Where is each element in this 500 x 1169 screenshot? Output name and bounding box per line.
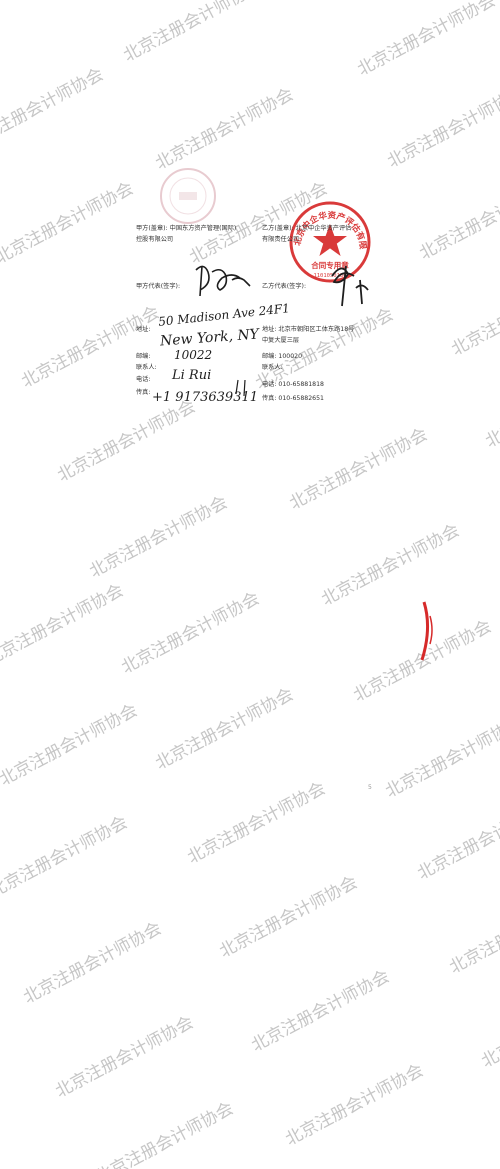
party-b-phone: 电话: 010-65881818 xyxy=(262,381,324,388)
party-b-contact-label: 联系人: xyxy=(262,364,283,371)
party-b-address-line1: 地址: 北京市朝阳区工体东路18号 xyxy=(262,326,355,333)
party-a-postcode-label: 邮编: xyxy=(136,353,151,360)
party-a-rep-label: 甲方代表(签字): xyxy=(136,283,181,290)
party-b-seal-ring xyxy=(289,201,371,283)
party-a-seal-label-line1: 甲方(盖章): 中国东方资产管理(国际) xyxy=(136,225,237,232)
party-b-seal-center-text: 合同专用章 xyxy=(311,260,349,270)
party-b-address-line2: 中复大厦三层 xyxy=(262,337,300,344)
party-b-fax: 传真: 010-65882651 xyxy=(262,395,324,402)
party-b-seal-label-line2: 有限责任公司 xyxy=(262,236,300,243)
party-a-handwritten-fax: +1 9173639311 xyxy=(152,390,259,405)
party-a-phone-label: 电话: xyxy=(136,376,151,383)
party-a-seal-label-line2: 控股有限公司 xyxy=(136,236,174,243)
party-b-postcode: 邮编: 100020 xyxy=(262,353,303,360)
page-number: 5 xyxy=(368,784,372,791)
party-b-seal-label-line1: 乙方(盖章): 北京中企华资产评估 xyxy=(262,225,352,232)
party-a-handwriting-marks xyxy=(235,379,246,397)
party-a-address-label: 地址: xyxy=(136,326,151,333)
party-b-seal-star-icon xyxy=(313,224,347,256)
party-b-seal-number: 1101050186 xyxy=(313,273,346,279)
party-a-contact-label: 联系人: xyxy=(136,364,157,371)
party-b-signature-stroke xyxy=(331,265,369,307)
party-a-handwritten-contact: Li Rui xyxy=(172,368,212,383)
party-b-rep-label: 乙方代表(签字): xyxy=(262,283,307,290)
party-a-fax-label: 传真: xyxy=(136,389,151,396)
edge-seal-fragment xyxy=(420,601,429,661)
party-a-signature-stroke xyxy=(195,265,251,297)
party-a-seal-graphic xyxy=(160,168,216,224)
edge-seal-fragment-inner xyxy=(429,615,433,645)
party-a-handwritten-postcode: 10022 xyxy=(174,348,213,362)
